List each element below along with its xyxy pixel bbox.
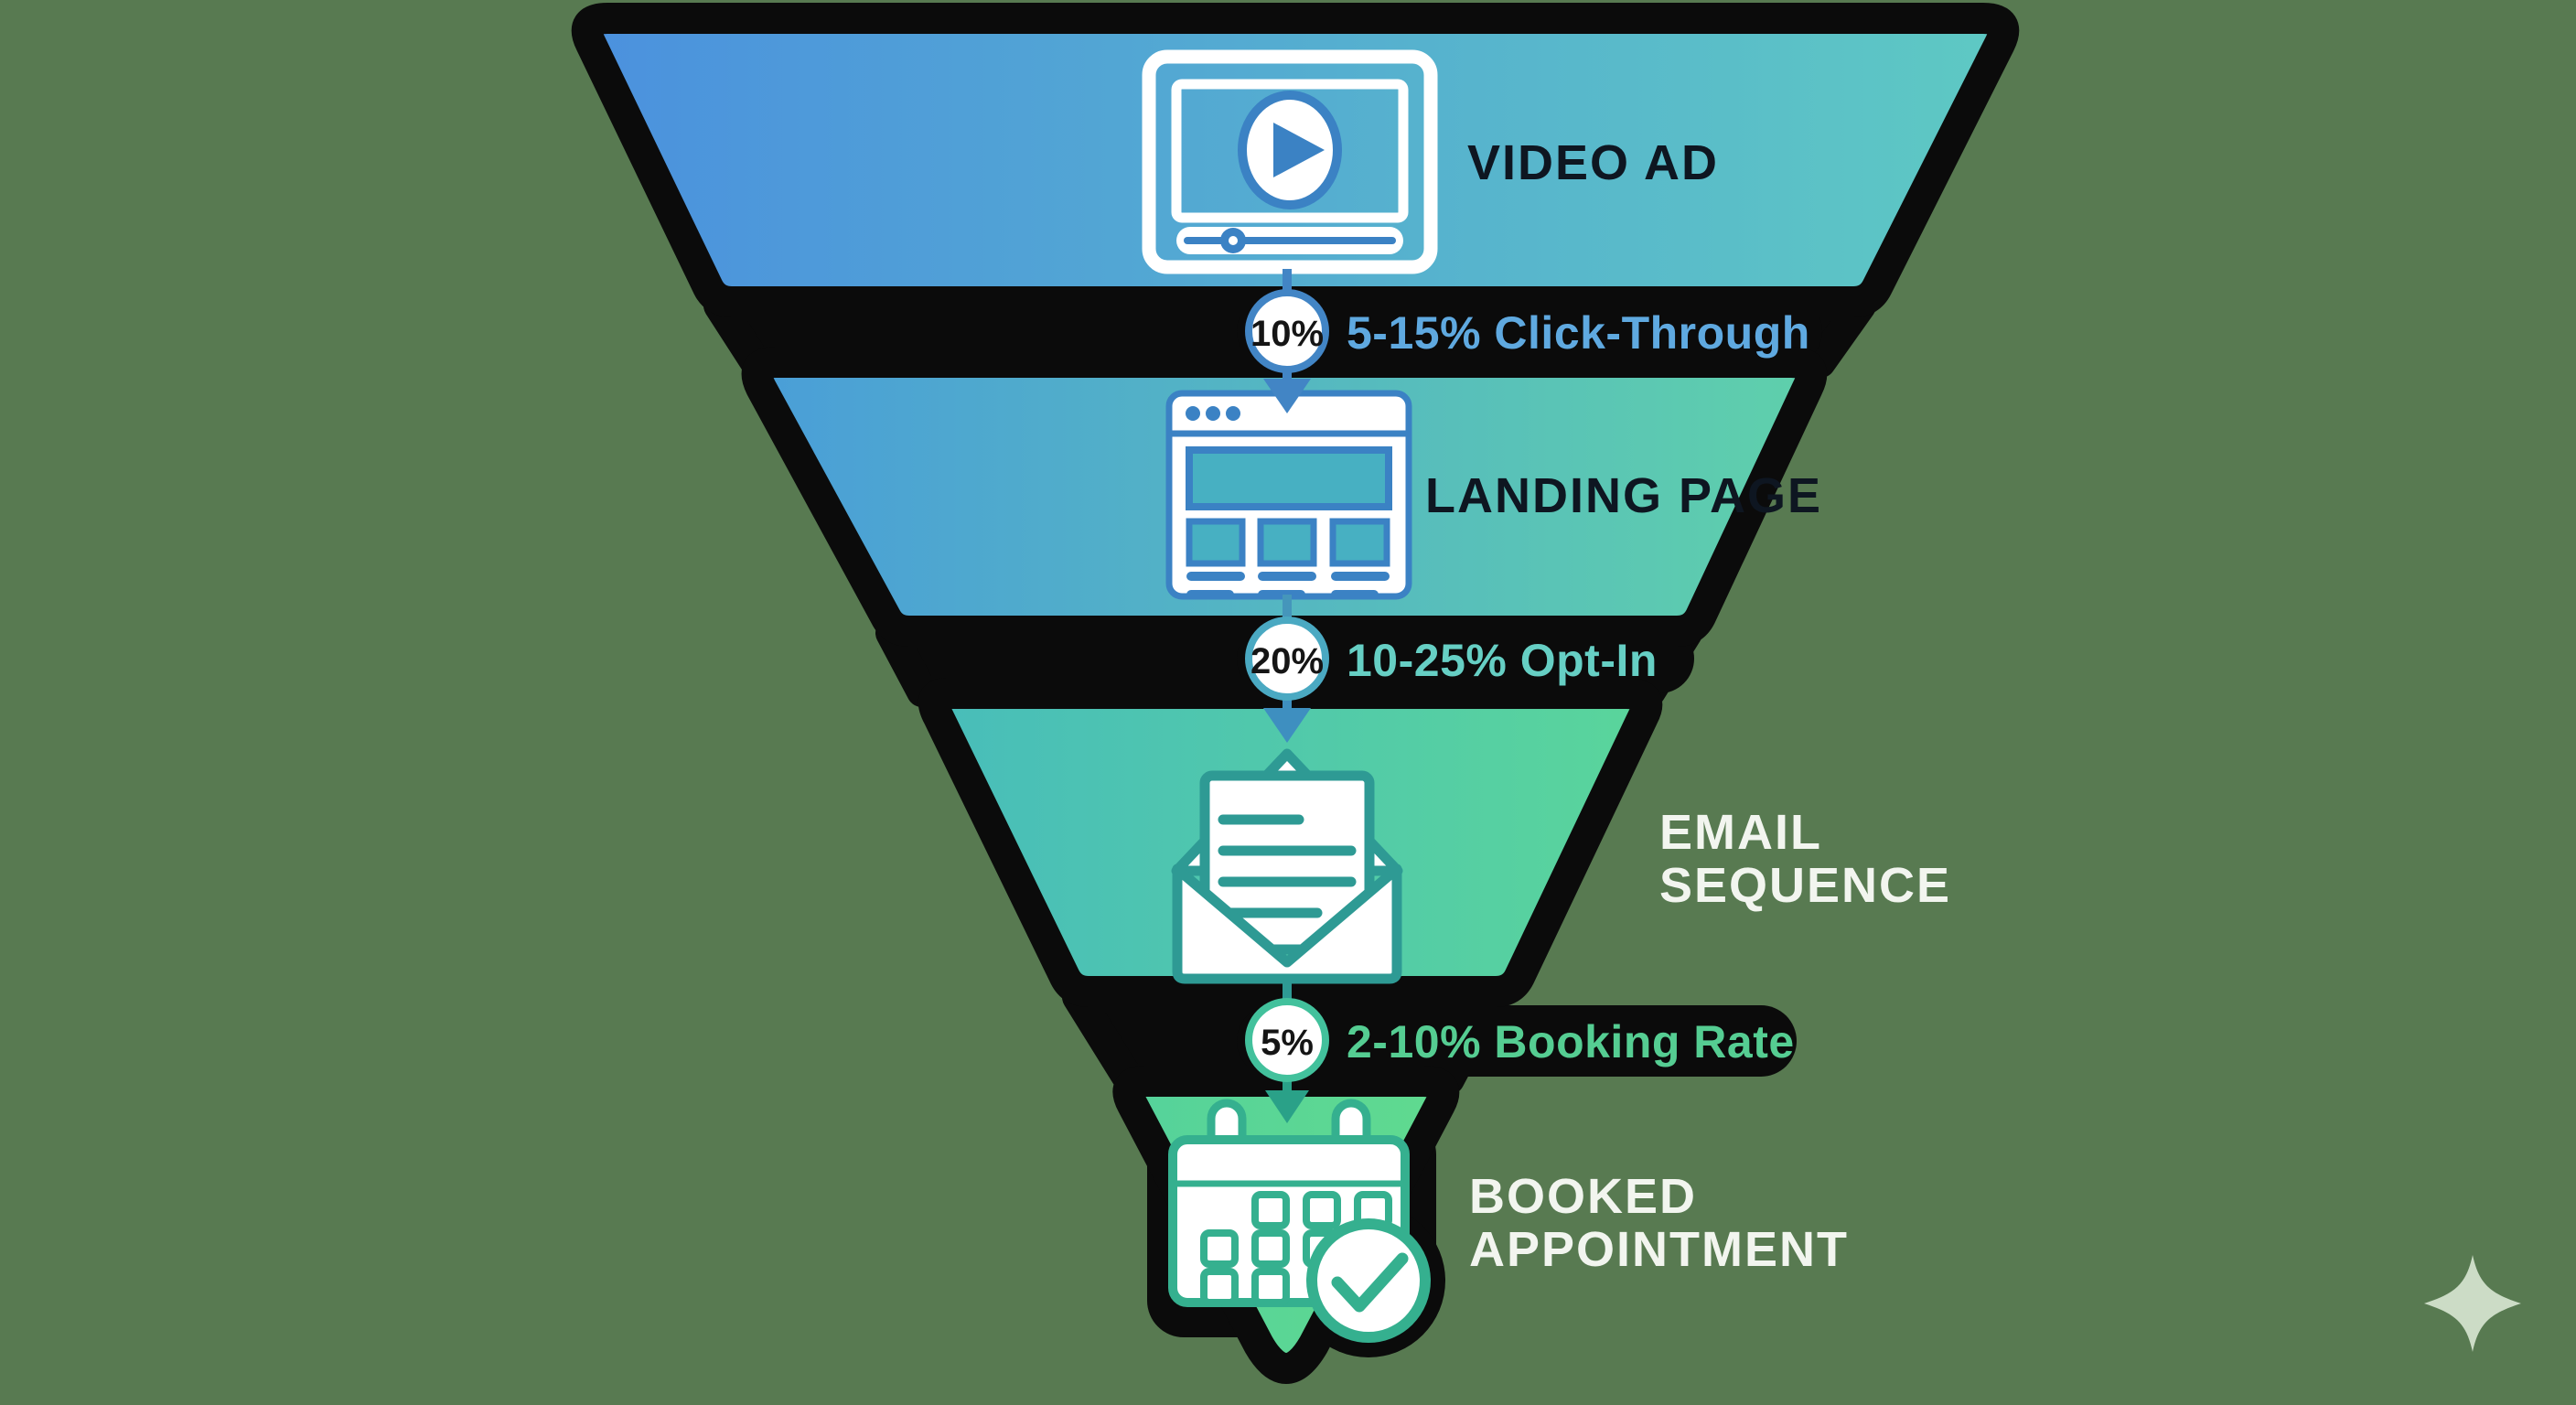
stage-label-landing-page: LANDING PAGE [1425,468,1822,523]
conversion-label-3: 2-10% Booking Rate [1347,1016,1795,1067]
video-screen [1171,79,1409,223]
conversion-badge-3: 5% [1245,998,1329,1082]
letter-lines [1218,814,1357,918]
stage-label-email-line2: SEQUENCE [1659,858,1951,913]
badge-value-3: 5% [1261,1023,1314,1063]
conversion-label-2: 10-25% Opt-In [1347,635,1658,686]
window-dots [1186,406,1240,421]
sparkle-icon [2424,1255,2521,1352]
badge-circle-1 [1245,289,1329,373]
stage-label-booked-line2: APPOINTMENT [1469,1222,1849,1277]
play-icon [1273,123,1325,177]
down-arrow-icon-1 [1263,379,1311,413]
conversion-band-3 [1237,1005,1797,1077]
down-arrow-icon-2 [1263,708,1311,743]
video-player-icon [1142,49,1438,274]
text-bars [1186,572,1390,599]
badge-circle-2 [1245,617,1329,701]
stage-label-booked-line1: BOOKED [1469,1169,1697,1224]
stage-label-video-ad: VIDEO AD [1467,135,1719,190]
conversion-badge-1: 10% [1245,289,1329,373]
conversion-label-1: 5-15% Click-Through [1347,307,1810,359]
envelope-pocket [1172,863,1402,984]
browser-window-icon [1165,390,1412,600]
stage-label-email-line1: EMAIL [1659,805,1822,860]
down-arrow-icon-3 [1265,1090,1309,1123]
badge-value-2: 20% [1250,641,1324,681]
stage-label-booked-appointment: BOOKED APPOINTMENT [1469,1169,1849,1277]
progress-knob-center [1229,236,1238,245]
content-boxes [1186,518,1390,567]
conversion-badge-2: 20% [1245,617,1329,701]
badge-value-1: 10% [1250,314,1324,354]
open-email-icon [1171,748,1403,984]
calendar-check-icon [1168,1099,1431,1343]
hero-block [1186,446,1392,510]
check-badge [1306,1218,1431,1343]
stage-label-email-sequence: EMAIL SEQUENCE [1659,805,1951,913]
video-frame [1142,49,1438,274]
badge-circle-3 [1245,998,1329,1082]
check-icon [1331,1252,1409,1313]
